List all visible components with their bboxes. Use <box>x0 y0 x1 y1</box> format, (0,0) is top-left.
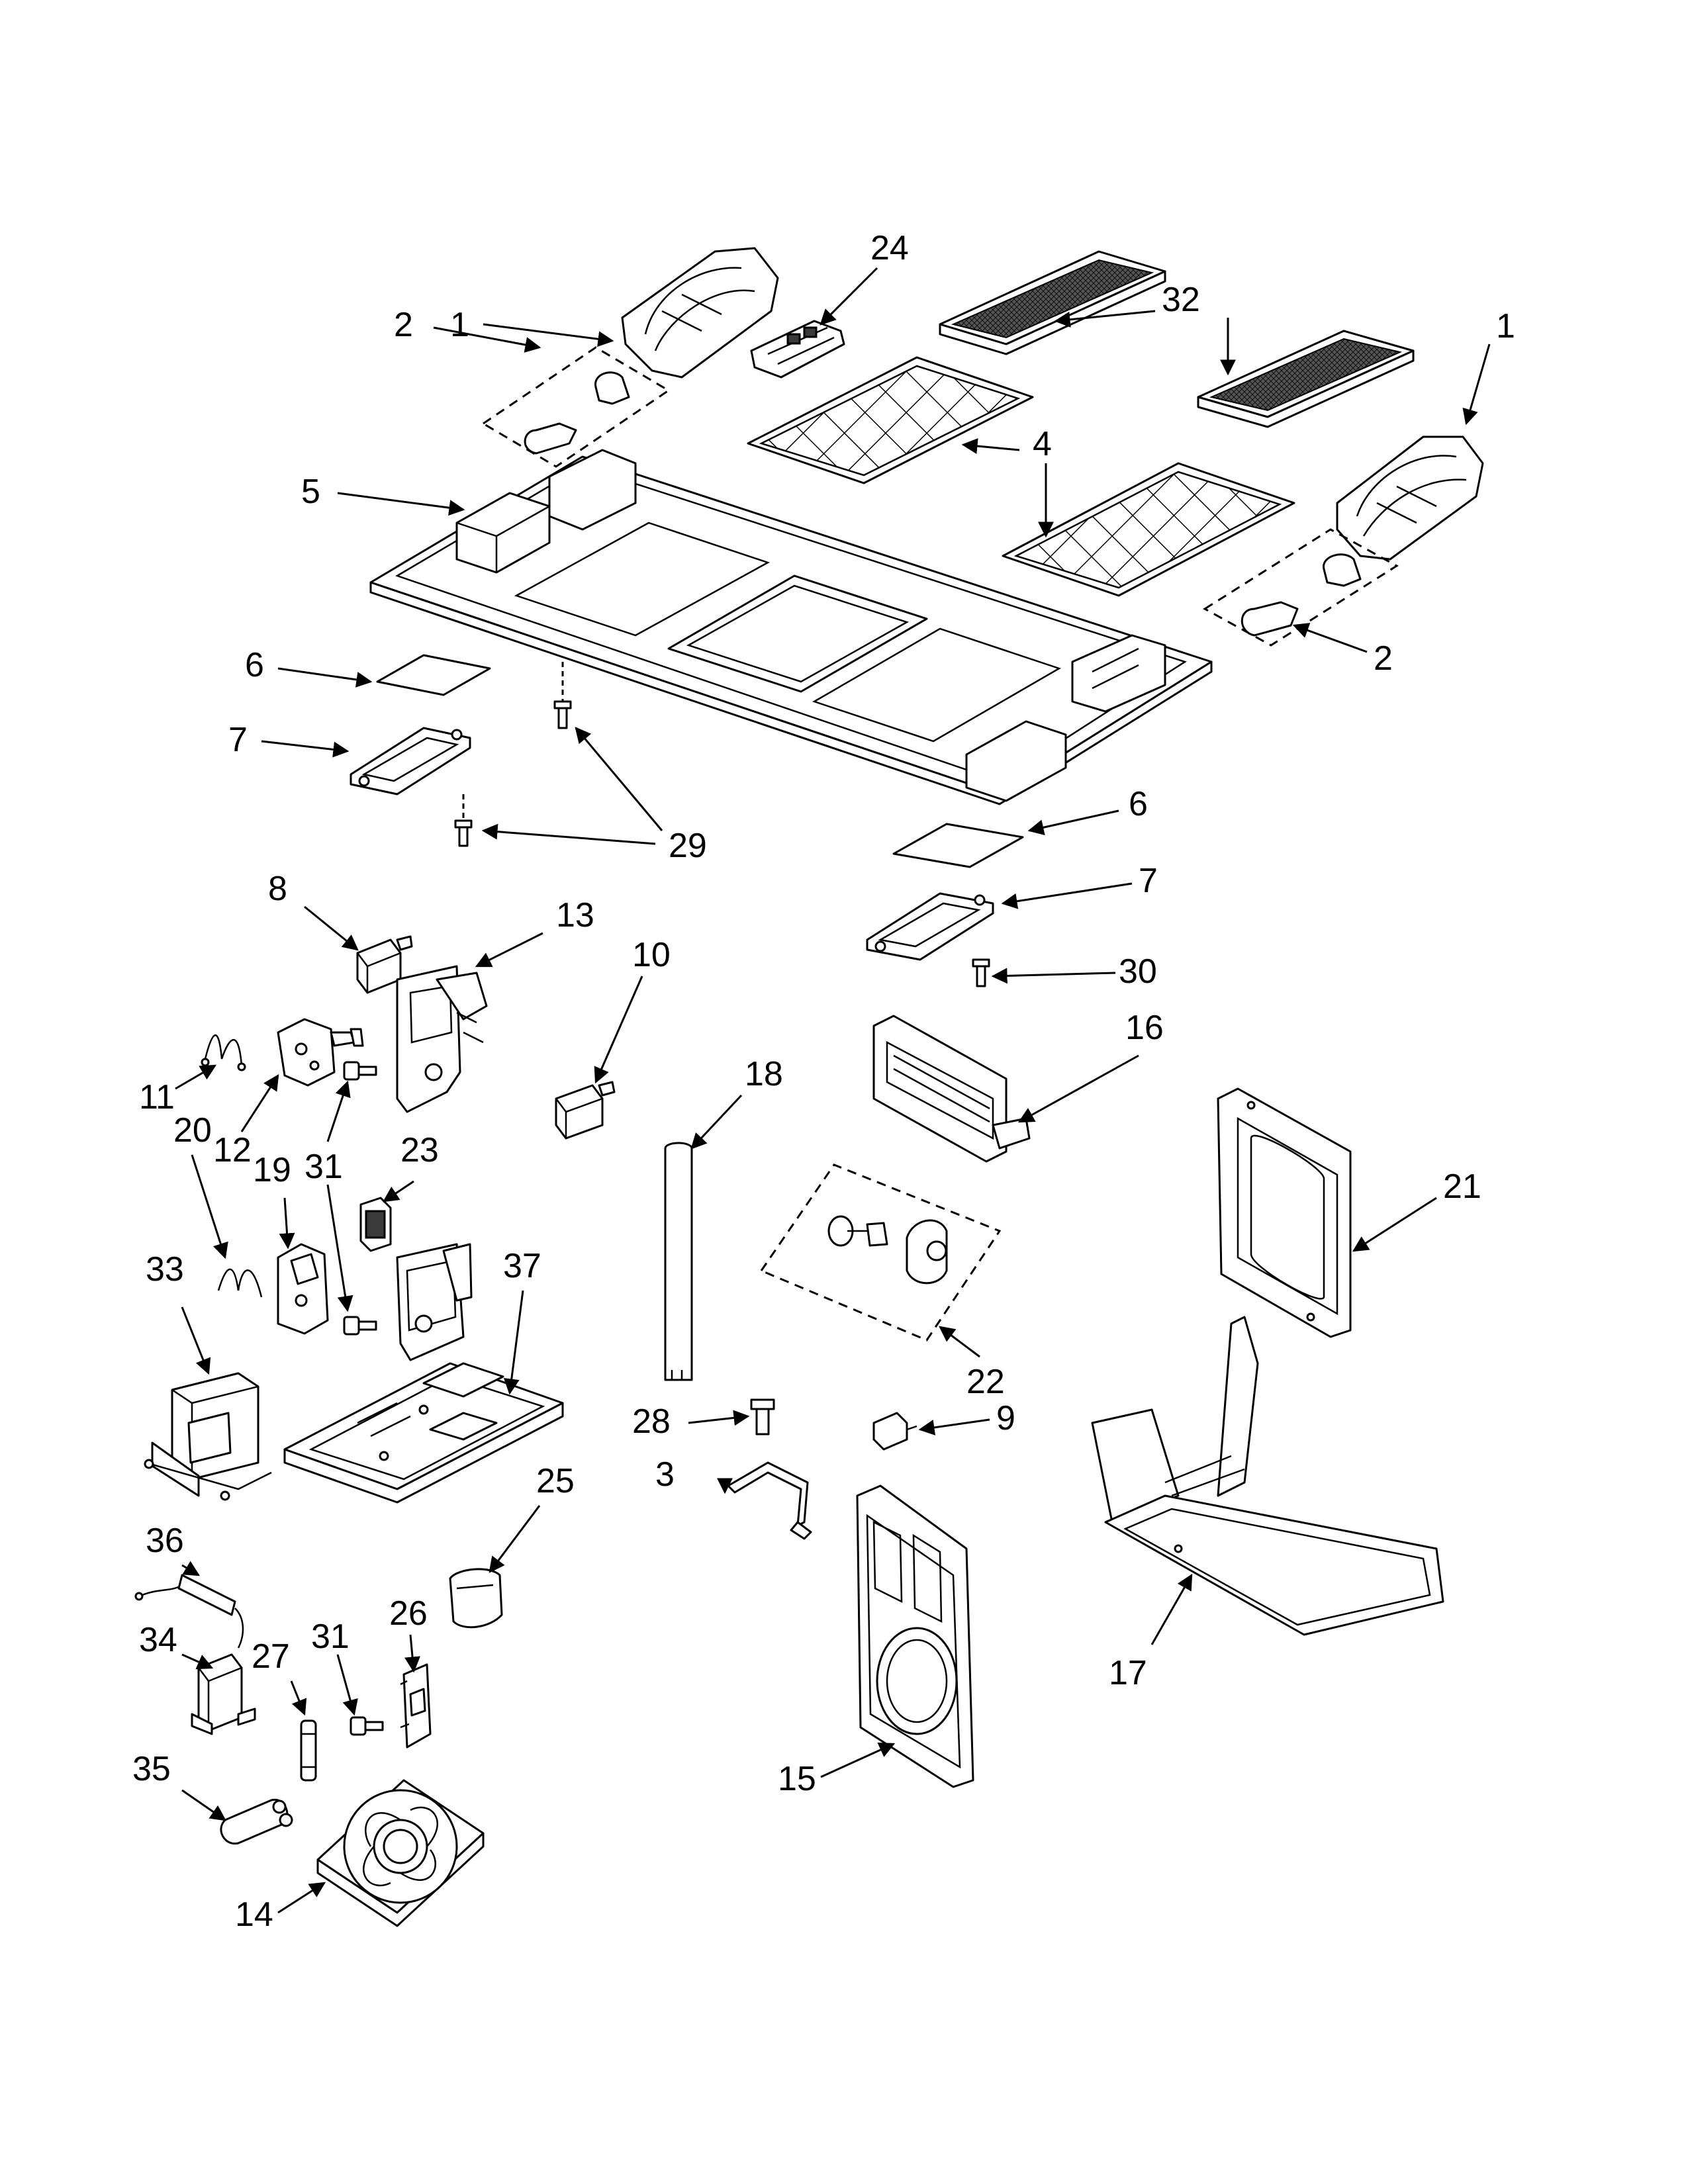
callout-2-left: 2 <box>394 306 413 344</box>
bulb-group-right <box>1203 528 1399 647</box>
base-plate-37 <box>283 1362 564 1504</box>
callout-21: 21 <box>1443 1167 1481 1206</box>
callout-12: 12 <box>213 1131 252 1169</box>
thermal-fuse <box>872 1412 917 1451</box>
callout-7-left: 7 <box>228 721 248 759</box>
callout-31-lower: 31 <box>311 1617 350 1656</box>
latch-spring <box>201 1034 246 1071</box>
callout-29: 29 <box>669 827 707 865</box>
bracket-right <box>866 892 994 961</box>
callout-11: 11 <box>139 1078 175 1116</box>
callout-32: 32 <box>1162 281 1200 319</box>
callout-22: 22 <box>966 1363 1005 1401</box>
bottom-plate <box>369 449 1213 805</box>
callout-35: 35 <box>132 1750 171 1788</box>
callout-labels: 1 1 2 2 3 4 5 6 6 7 7 8 9 10 11 12 13 14… <box>132 229 1515 1934</box>
grease-filter-lower <box>1002 462 1295 597</box>
capacitor <box>220 1798 293 1845</box>
cover-sheet-left <box>376 654 491 696</box>
bottom-duct <box>1091 1316 1444 1636</box>
callout-15: 15 <box>778 1760 816 1798</box>
side-panel <box>1217 1087 1352 1338</box>
charcoal-filter-lower <box>1197 330 1415 428</box>
transformer <box>144 1372 272 1501</box>
callout-14: 14 <box>235 1895 273 1934</box>
screw-31-upper <box>343 1061 377 1081</box>
callout-4-upper: 4 <box>1033 425 1052 463</box>
callout-19: 19 <box>253 1151 291 1189</box>
callout-10: 10 <box>632 936 671 974</box>
light-housing-left <box>621 247 779 379</box>
callout-23: 23 <box>400 1131 439 1169</box>
relay <box>449 1568 503 1629</box>
leader-lines <box>175 267 1491 1914</box>
interlock-switch-10 <box>555 1081 616 1140</box>
callout-2-right: 2 <box>1374 639 1393 678</box>
callout-3: 3 <box>655 1455 675 1494</box>
fuse <box>300 1719 317 1782</box>
callout-36: 36 <box>146 1522 184 1560</box>
lever-19 <box>277 1243 329 1335</box>
capacitor-bracket <box>191 1653 256 1735</box>
callout-6-right: 6 <box>1129 785 1148 823</box>
screw-29-left-lower <box>454 794 473 847</box>
light-housing-right <box>1336 435 1484 561</box>
callout-1-right: 1 <box>1496 307 1515 345</box>
spring-20 <box>217 1268 263 1298</box>
callout-5: 5 <box>301 473 320 511</box>
callout-31-upper: 31 <box>305 1148 343 1186</box>
callout-18: 18 <box>745 1055 783 1093</box>
callout-6-left: 6 <box>245 646 264 684</box>
blower-housing <box>856 1484 974 1788</box>
bracket-26 <box>400 1663 432 1749</box>
duct-tube <box>664 1142 693 1381</box>
cooling-fan <box>316 1779 485 1927</box>
callout-30: 30 <box>1119 952 1157 991</box>
callout-7-right: 7 <box>1139 862 1158 900</box>
screw-31-lower <box>350 1716 384 1736</box>
bracket-left <box>350 727 471 796</box>
latch-bracket-13 <box>396 965 488 1113</box>
callout-34: 34 <box>139 1621 177 1659</box>
latch-lever <box>277 1018 364 1087</box>
callout-28: 28 <box>632 1402 671 1441</box>
bracket-3 <box>727 1461 812 1540</box>
screw-31-middle <box>343 1316 377 1336</box>
switch-23 <box>359 1197 392 1252</box>
interlock-switch-8 <box>356 935 413 994</box>
stirrer-motor-group <box>759 1163 1002 1342</box>
callout-8: 8 <box>268 870 287 908</box>
callout-16: 16 <box>1125 1009 1164 1047</box>
callout-26: 26 <box>389 1594 428 1633</box>
screw-29-center <box>553 662 572 729</box>
callout-13: 13 <box>556 896 594 934</box>
screw-28 <box>750 1398 775 1435</box>
bulb-group-left <box>481 346 671 468</box>
screw-30 <box>972 958 990 987</box>
callout-33: 33 <box>146 1250 184 1289</box>
callout-25: 25 <box>536 1462 575 1500</box>
damper-assembly <box>872 1015 1031 1163</box>
grease-filter-upper <box>747 356 1034 484</box>
callout-17: 17 <box>1109 1654 1147 1692</box>
latch-bracket-lower <box>396 1243 473 1361</box>
diode-wire <box>134 1574 244 1649</box>
charcoal-filter-upper <box>939 250 1166 355</box>
callout-1-left: 1 <box>450 306 469 344</box>
cover-sheet-right <box>892 823 1024 868</box>
control-board <box>750 320 845 379</box>
callout-9: 9 <box>996 1399 1015 1437</box>
callout-20: 20 <box>173 1111 212 1150</box>
callout-37: 37 <box>503 1247 541 1285</box>
callout-27: 27 <box>252 1637 290 1676</box>
callout-24: 24 <box>870 229 909 267</box>
